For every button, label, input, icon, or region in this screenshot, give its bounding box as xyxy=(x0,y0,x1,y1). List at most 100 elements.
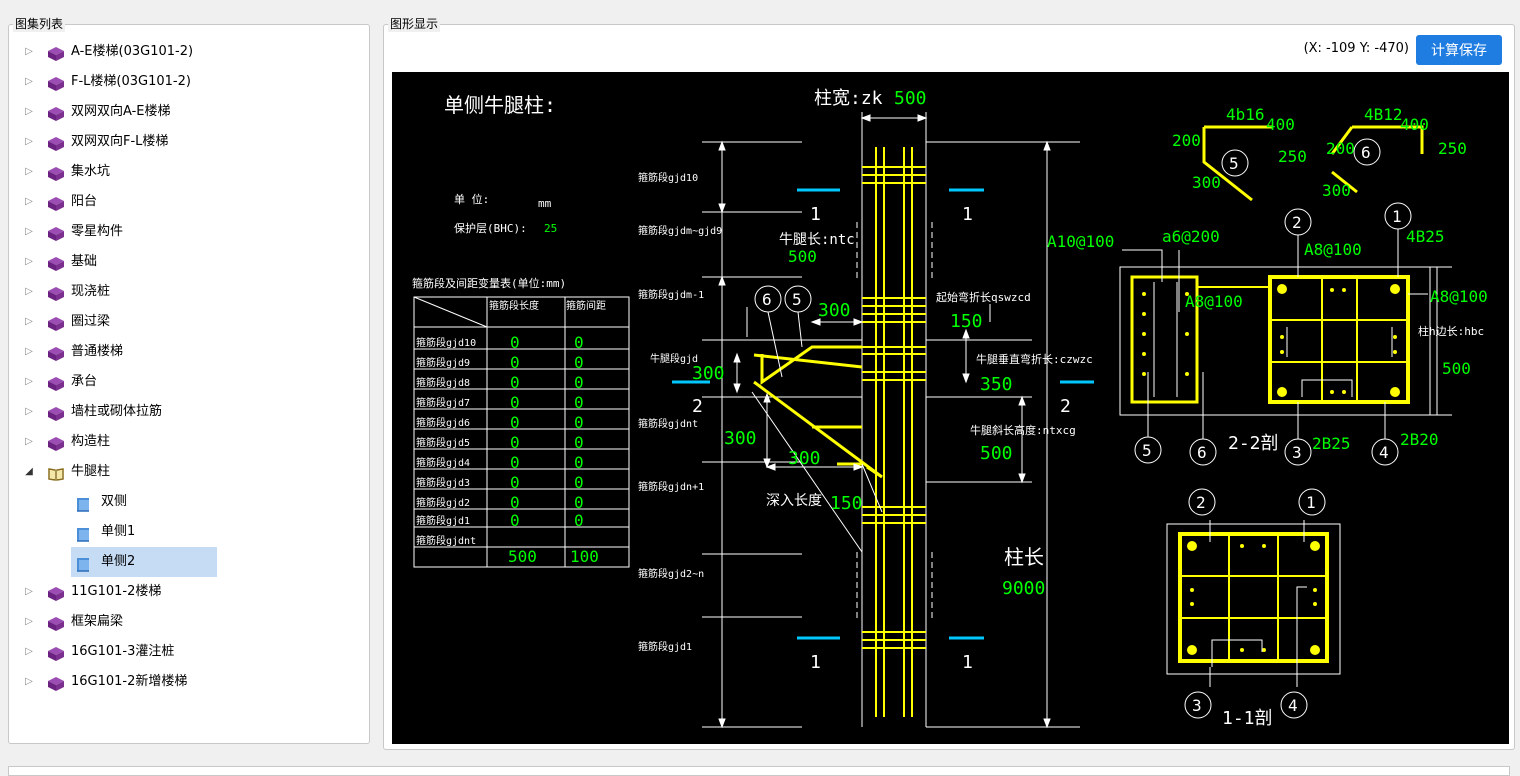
callout-3-section22: 3 xyxy=(1284,438,1312,466)
bar6-dim4: 300 xyxy=(1322,181,1351,200)
tree-item-ae-stair[interactable]: ▷ A-E楼梯(03G101-2) xyxy=(17,37,369,67)
expand-arrow-icon[interactable]: ▷ xyxy=(25,226,33,237)
svg-text:0: 0 xyxy=(510,511,520,530)
bar5-dim3: 250 xyxy=(1278,147,1307,166)
collapse-arrow-icon[interactable]: ◢ xyxy=(25,466,33,477)
expand-arrow-icon[interactable]: ▷ xyxy=(25,676,33,687)
tree-item-misc[interactable]: ▷ 零星构件 xyxy=(17,217,369,247)
seg-label-gjdn1: 箍筋段gjdn+1 xyxy=(638,480,704,493)
book-icon xyxy=(47,314,65,331)
expand-arrow-icon[interactable]: ▷ xyxy=(25,586,33,597)
seg-label-gjdm-gjd9: 箍筋段gjdm~gjd9 xyxy=(638,224,722,237)
tree-item-fl-stair[interactable]: ▷ F-L楼梯(03G101-2) xyxy=(17,67,369,97)
tree-item-cast-pile[interactable]: ▷ 现浇桩 xyxy=(17,277,369,307)
book-icon xyxy=(47,584,65,601)
svg-text:3: 3 xyxy=(1292,443,1302,462)
expand-arrow-icon[interactable]: ▷ xyxy=(25,166,33,177)
hbc-value: 500 xyxy=(1442,359,1471,378)
tree-item-label: 16G101-3灌注桩 xyxy=(71,644,175,659)
vertical-bend-dim xyxy=(926,395,1032,484)
expand-arrow-icon[interactable]: ▷ xyxy=(25,76,33,87)
expand-arrow-icon[interactable]: ▷ xyxy=(25,646,33,657)
tree-item-normal-stair[interactable]: ▷ 普通楼梯 xyxy=(17,337,369,367)
tree-item-balcony[interactable]: ▷ 阳台 xyxy=(17,187,369,217)
dim-300-mid-value: 300 xyxy=(724,428,757,449)
svg-text:0: 0 xyxy=(574,353,584,372)
svg-text:箍筋段gjd7: 箍筋段gjd7 xyxy=(416,396,470,409)
tree-item-corbel-column[interactable]: ◢ 牛腿柱 xyxy=(17,457,369,487)
tree-item-11g101-stair[interactable]: ▷ 11G101-2楼梯 xyxy=(17,577,369,607)
book-icon xyxy=(47,74,65,91)
expand-arrow-icon[interactable]: ▷ xyxy=(25,46,33,57)
section-mark-1-bottom-right: 1 xyxy=(949,636,984,673)
svg-text:箍筋段gjd10: 箍筋段gjd10 xyxy=(416,336,476,349)
tree-item-constr-column[interactable]: ▷ 构造柱 xyxy=(17,427,369,457)
tree-item-pile-cap[interactable]: ▷ 承台 xyxy=(17,367,369,397)
tree-item-single-side-1[interactable]: 单侧1 xyxy=(17,517,369,547)
svg-text:6: 6 xyxy=(1197,443,1207,462)
tree-item-double-net-ae[interactable]: ▷ 双网双向A-E楼梯 xyxy=(17,97,369,127)
tree-item-16g101-3-pile[interactable]: ▷ 16G101-3灌注桩 xyxy=(17,637,369,667)
expand-arrow-icon[interactable]: ▷ xyxy=(25,406,33,417)
book-icon xyxy=(47,104,65,121)
tree-item-label: 单侧2 xyxy=(101,554,136,569)
section-mark-2-right: 2 xyxy=(1060,380,1094,417)
tree-item-flat-beam[interactable]: ▷ 框架扁梁 xyxy=(17,607,369,637)
callout-4-section11: 4 xyxy=(1280,691,1308,719)
svg-text:5: 5 xyxy=(1142,441,1152,460)
tree-item-wall-tie[interactable]: ▷ 墙柱或砌体拉筋 xyxy=(17,397,369,427)
tree-item-label: 现浇桩 xyxy=(71,284,111,299)
expand-arrow-icon[interactable]: ▷ xyxy=(25,346,33,357)
page-icon xyxy=(75,524,93,542)
svg-text:1: 1 xyxy=(962,652,973,673)
tree-item-double-net-fl[interactable]: ▷ 双网双向F-L楼梯 xyxy=(17,127,369,157)
svg-text:1: 1 xyxy=(1306,493,1316,512)
tree-item-foundation[interactable]: ▷ 基础 xyxy=(17,247,369,277)
svg-text:箍筋段gjd3: 箍筋段gjd3 xyxy=(416,476,470,489)
corbel-rebar xyxy=(753,345,883,479)
expand-arrow-icon[interactable]: ▷ xyxy=(25,286,33,297)
callout-4-section22: 4 xyxy=(1371,438,1399,466)
calculate-save-button[interactable]: 计算保存 xyxy=(1416,35,1502,65)
svg-text:0: 0 xyxy=(574,453,584,472)
bar5-dim4: 300 xyxy=(1192,173,1221,192)
corbel-length-label: 牛腿长:ntc xyxy=(779,232,855,248)
leader-line xyxy=(767,311,783,378)
atlas-list-panel: 图集列表 ▷ A-E楼梯(03G101-2) ▷ F-L楼梯(03G101-2)… xyxy=(8,16,370,744)
tree-item-label: 零星构件 xyxy=(71,224,124,239)
unit-label: 单 位: xyxy=(454,192,489,206)
expand-arrow-icon[interactable]: ▷ xyxy=(25,256,33,267)
slant-height-label: 牛腿斜长高度:ntxcg xyxy=(970,423,1076,437)
tree-item-double-side[interactable]: 双侧 xyxy=(17,487,369,517)
tree-item-16g101-2-stair[interactable]: ▷ 16G101-2新增楼梯 xyxy=(17,667,369,697)
atlas-tree: ▷ A-E楼梯(03G101-2) ▷ F-L楼梯(03G101-2) ▷ 双网… xyxy=(17,37,369,697)
svg-text:6: 6 xyxy=(1361,143,1371,162)
variable-table xyxy=(413,296,630,568)
tree-item-single-side-2[interactable]: 单侧2 xyxy=(17,547,369,577)
bar5-dim2: 200 xyxy=(1172,131,1201,150)
tree-item-ring-beam[interactable]: ▷ 圈过梁 xyxy=(17,307,369,337)
tree-item-sump[interactable]: ▷ 集水坑 xyxy=(17,157,369,187)
expand-arrow-icon[interactable]: ▷ xyxy=(25,376,33,387)
svg-text:箍筋段gjd8: 箍筋段gjd8 xyxy=(416,376,470,389)
svg-text:2: 2 xyxy=(1292,213,1302,232)
tree-item-label: 承台 xyxy=(71,374,98,389)
tree-item-label: 圈过梁 xyxy=(71,314,111,329)
page-icon xyxy=(75,554,93,572)
bar5-label: 4b16 xyxy=(1226,105,1265,124)
seg-label-gjd2n: 箍筋段gjd2~n xyxy=(638,567,704,580)
drawing-canvas[interactable]: 单侧牛腿柱: 单 位: mm 保护层(BHC): 25 箍筋段及间距变量表(单位… xyxy=(392,72,1509,744)
callout-2-section22: 2 xyxy=(1284,208,1312,236)
expand-arrow-icon[interactable]: ▷ xyxy=(25,616,33,627)
expand-arrow-icon[interactable]: ▷ xyxy=(25,136,33,147)
expand-arrow-icon[interactable]: ▷ xyxy=(25,106,33,117)
svg-text:100: 100 xyxy=(570,547,599,566)
expand-arrow-icon[interactable]: ▷ xyxy=(25,436,33,447)
expand-arrow-icon[interactable]: ▷ xyxy=(25,316,33,327)
column-width-label: 柱宽:zk xyxy=(814,88,883,109)
svg-text:0: 0 xyxy=(510,413,520,432)
svg-text:箍筋段gjd4: 箍筋段gjd4 xyxy=(416,456,470,469)
expand-arrow-icon[interactable]: ▷ xyxy=(25,196,33,207)
